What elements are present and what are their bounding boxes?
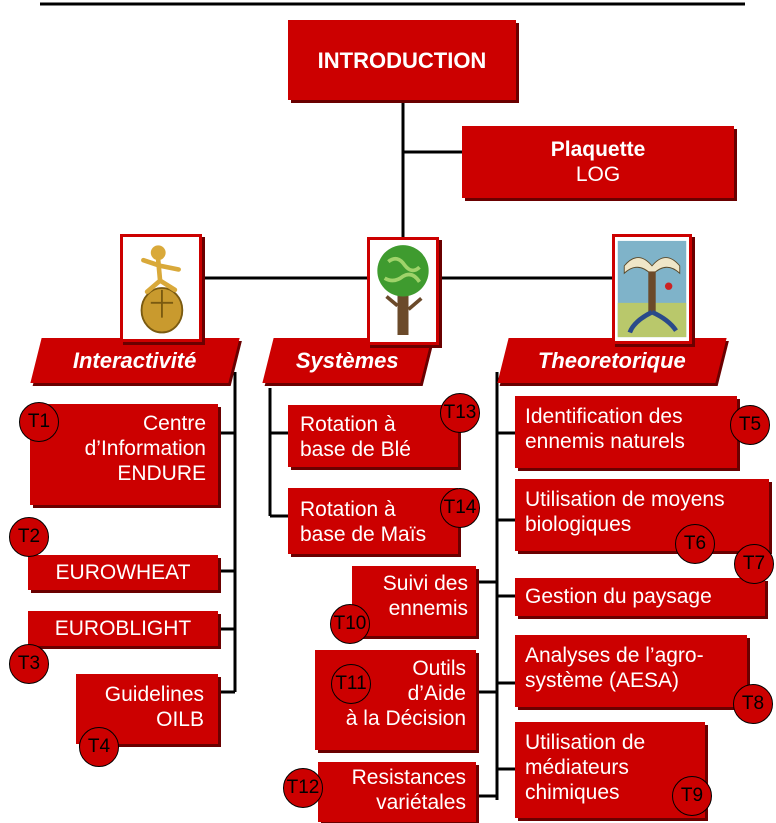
item-line: Utilisation de <box>525 731 646 754</box>
item-line: EUROWHEAT <box>55 561 191 584</box>
header-theoretorique-label: Theoretorique <box>538 347 686 373</box>
badge-t1: T1 <box>19 402 59 442</box>
item-line: d’Information <box>84 437 206 460</box>
golden-figure-on-mouse-icon <box>120 234 202 342</box>
item-line: Guidelines <box>104 683 204 706</box>
item-line: base de Blé <box>300 438 411 461</box>
item-line: d’Aide <box>407 682 466 705</box>
badge-t13: T13 <box>440 393 480 433</box>
item-line: Resistances <box>351 766 466 789</box>
item-identification-ennemis[interactable]: Identification des ennemis naturels <box>515 396 737 468</box>
item-line: ENDURE <box>117 462 206 485</box>
root-title: INTRODUCTION <box>317 47 487 73</box>
header-theoretorique[interactable]: Theoretorique <box>497 338 727 383</box>
item-eurowheat[interactable]: EUROWHEAT <box>28 555 218 590</box>
item-gestion-paysage[interactable]: Gestion du paysage <box>515 578 765 616</box>
badge-t6: T6 <box>675 524 715 564</box>
item-line: Suivi des <box>382 572 468 595</box>
header-systemes-label: Systèmes <box>295 347 399 373</box>
root-node[interactable]: INTRODUCTION <box>288 20 516 100</box>
badge-t4: T4 <box>79 727 119 767</box>
item-line: biologiques <box>525 513 632 536</box>
badge-t14: T14 <box>440 488 480 528</box>
item-suivi-ennemis[interactable]: Suivi des ennemis <box>352 566 476 636</box>
plaquette-node[interactable]: Plaquette LOG <box>462 126 734 198</box>
item-line: Rotation à <box>300 413 396 436</box>
item-line: Centre <box>142 412 206 435</box>
item-line: Outils <box>412 657 466 680</box>
item-rotation-mais[interactable]: Rotation à base de Maïs <box>288 488 458 554</box>
plaquette-subtitle: LOG <box>575 163 621 186</box>
badge-t11: T11 <box>331 664 371 704</box>
item-guidelines-oilb[interactable]: Guidelines OILB <box>76 674 218 744</box>
item-line: ennemis <box>388 597 468 620</box>
item-analyses-agrosysteme[interactable]: Analyses de l’agro- système (AESA) <box>515 635 747 707</box>
header-interactivite[interactable]: Interactivité <box>30 338 240 383</box>
item-line: chimiques <box>525 781 620 804</box>
item-line: OILB <box>156 708 204 731</box>
item-line: Utilisation de moyens <box>525 488 725 511</box>
item-line: variétales <box>376 791 466 814</box>
badge-t12: T12 <box>283 768 323 808</box>
item-resistances-varietales[interactable]: Resistances variétales <box>318 762 476 822</box>
item-line: Analyses de l’agro- <box>525 644 704 667</box>
plaquette-title: Plaquette <box>550 138 646 161</box>
item-line: EUROBLIGHT <box>54 617 192 640</box>
item-centre-information[interactable]: Centre d’Information ENDURE <box>30 404 218 505</box>
badge-t9: T9 <box>672 776 712 816</box>
badge-t8: T8 <box>733 684 773 724</box>
globe-tree-icon <box>367 237 439 345</box>
item-line: système (AESA) <box>525 669 680 692</box>
item-euroblight[interactable]: EUROBLIGHT <box>28 611 218 646</box>
item-line: à la Décision <box>345 707 466 730</box>
badge-t5: T5 <box>730 405 770 445</box>
item-line: Identification des <box>525 405 683 428</box>
book-tree-icon <box>612 234 692 344</box>
item-rotation-ble[interactable]: Rotation à base de Blé <box>288 405 458 467</box>
badge-t10: T10 <box>330 604 370 644</box>
badge-t3: T3 <box>9 644 49 684</box>
item-line: Gestion du paysage <box>525 585 712 608</box>
badge-t2: T2 <box>9 517 49 557</box>
item-moyens-biologiques[interactable]: Utilisation de moyens biologiques <box>515 479 769 551</box>
item-line: médiateurs <box>525 756 629 779</box>
badge-t7: T7 <box>734 544 774 584</box>
item-line: base de Maïs <box>300 523 427 546</box>
header-interactivite-label: Interactivité <box>73 347 197 373</box>
item-line: Rotation à <box>300 498 396 521</box>
item-line: ennemis naturels <box>525 430 685 453</box>
